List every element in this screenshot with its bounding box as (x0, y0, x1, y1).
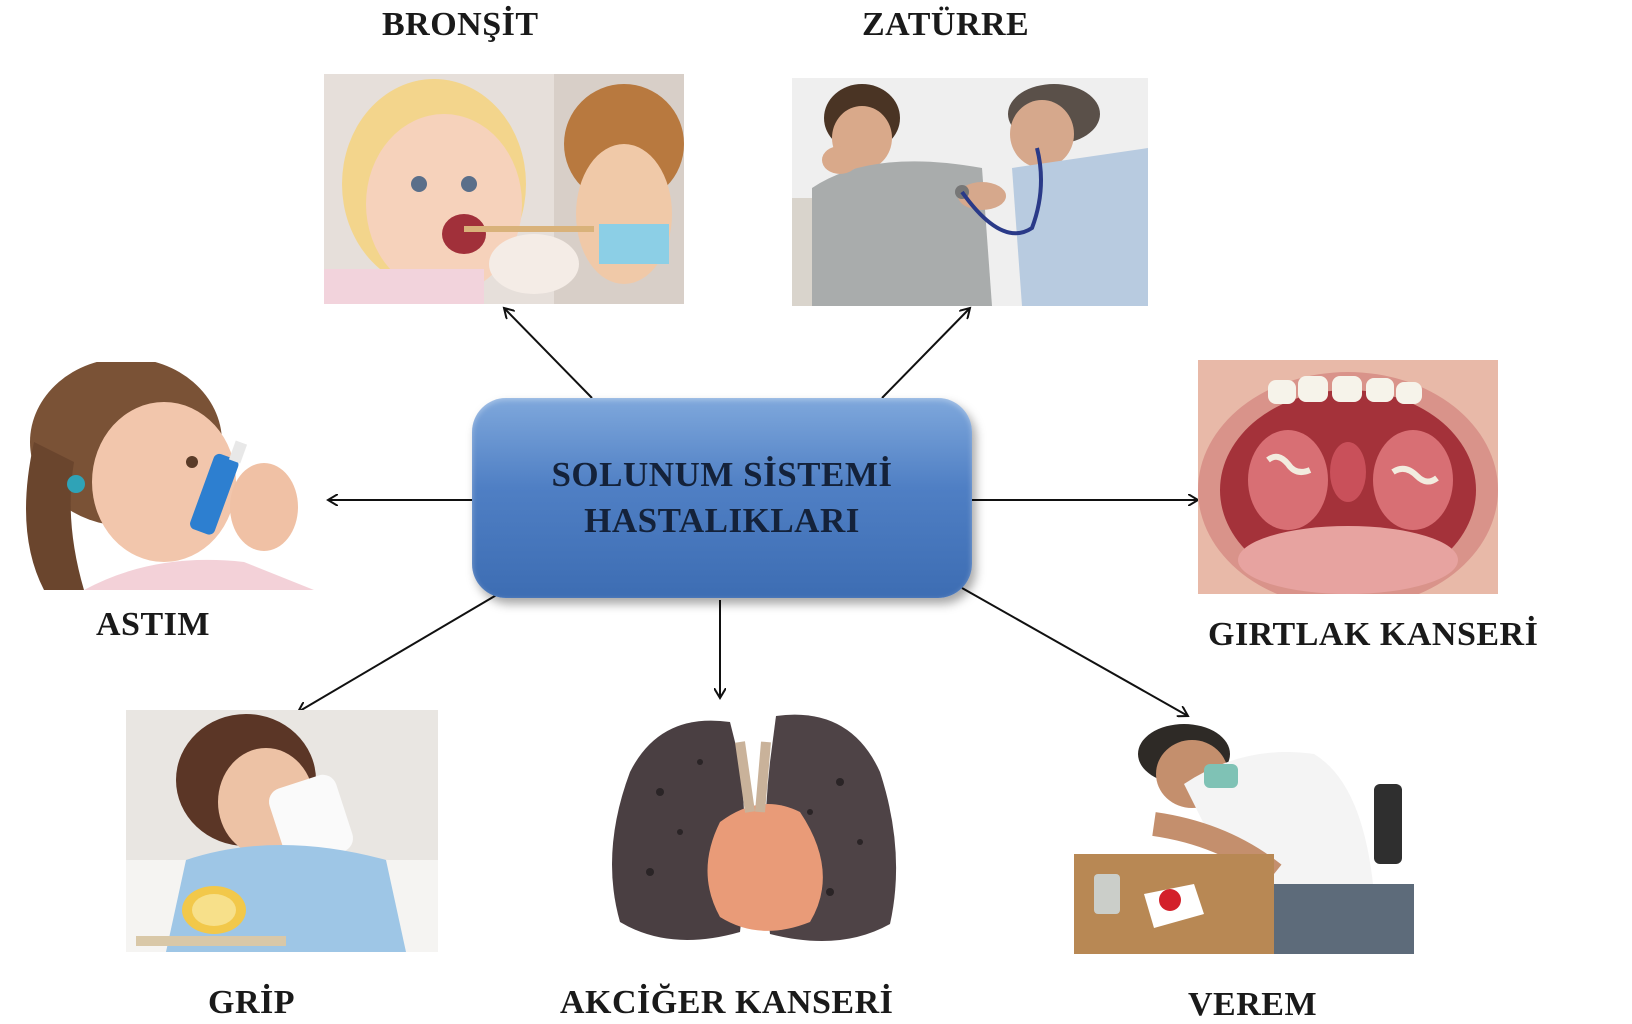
label-astim: ASTIM (96, 606, 210, 643)
bronsit-photo (324, 74, 684, 304)
label-girtlak: GIRTLAK KANSERİ (1208, 616, 1539, 653)
center-box: SOLUNUM SİSTEMİ HASTALIKLARI (472, 398, 972, 598)
center-title-line1: SOLUNUM SİSTEMİ (551, 455, 893, 494)
arrow-to-grip (298, 589, 506, 712)
label-akciger: AKCİĞER KANSERİ (560, 984, 894, 1021)
astim-photo (14, 362, 326, 590)
label-verem: VEREM (1188, 986, 1318, 1023)
center-title-line2: HASTALIKLARI (584, 501, 860, 540)
arrow-to-zaturre (881, 308, 970, 399)
arrow-to-verem (961, 587, 1188, 716)
grip-photo (126, 710, 438, 952)
girtlak-photo (1198, 360, 1498, 594)
label-bronsit: BRONŞİT (382, 6, 539, 43)
label-zaturre: ZATÜRRE (862, 6, 1030, 43)
zaturre-photo (792, 78, 1148, 306)
label-grip: GRİP (208, 984, 295, 1021)
akciger-photo (600, 702, 906, 954)
verem-photo (1074, 724, 1414, 954)
arrow-to-bronsit (504, 308, 593, 399)
